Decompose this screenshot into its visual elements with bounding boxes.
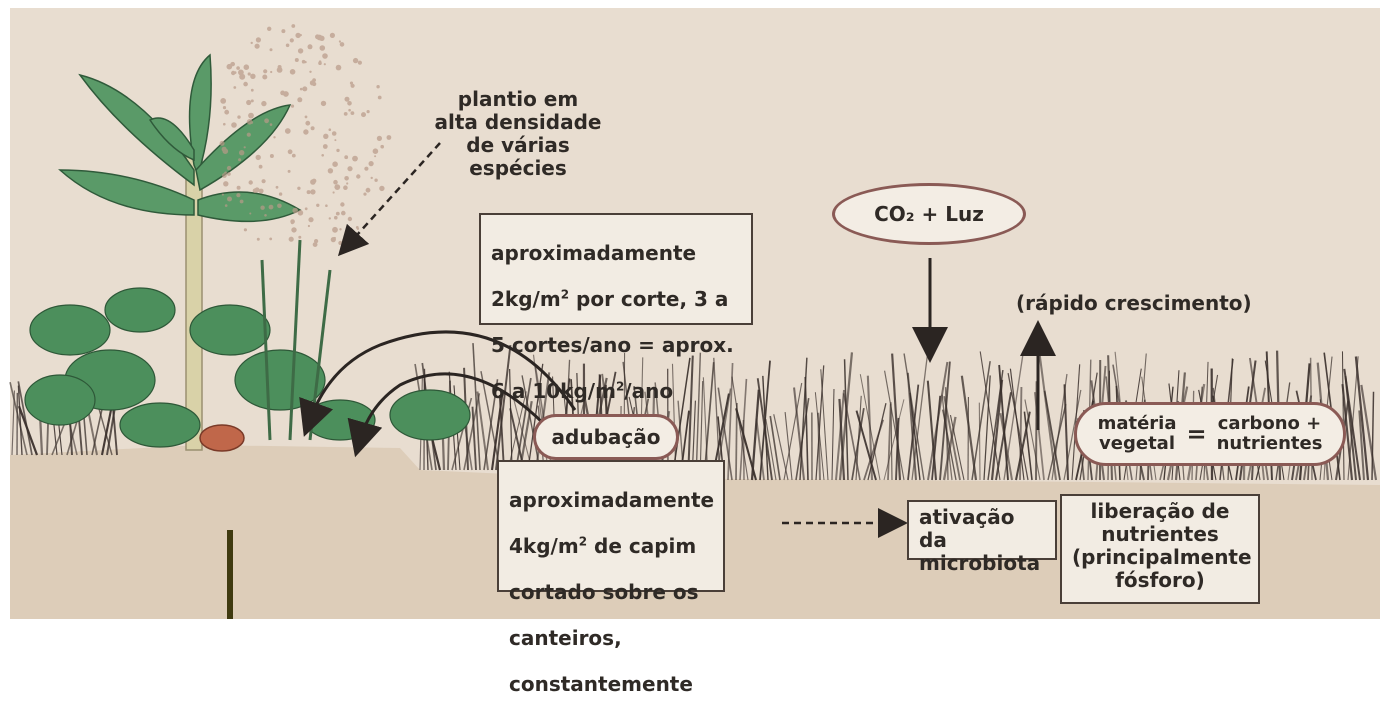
fert-line-3: cortado sobre os [509,580,699,604]
yield-line-3: 5 cortes/ano = aprox. [491,333,734,357]
equation-right: carbono + nutrientes [1216,413,1323,454]
grass-field [414,343,1378,481]
microbiota-box: ativação da microbiota [907,500,1057,575]
planting-label: plantio em alta densidade de várias espé… [434,87,602,180]
grass-left [9,367,123,456]
fert-line-2: 4kg/m2 de capim [509,534,697,558]
fertilization-arrow-2 [347,372,547,458]
equation-pill: matéria vegetal = carbono + nutrientes [1074,402,1346,466]
planting-arrow [337,142,441,257]
diagram-scene: plantio em alta densidade de várias espé… [9,8,1380,696]
nutrients-box: liberação de nutrientes (principalmente … [1060,494,1260,604]
equation-left: matéria vegetal [1097,413,1177,454]
growth-label: (rápido crescimento) [1016,291,1252,315]
depth-marker-bar [227,530,233,619]
fertilization-pill: adubação [533,414,679,460]
fert-line-5: constantemente [509,672,693,696]
yield-box: aproximadamente 2kg/m2 por corte, 3 a 5 … [479,213,753,403]
fert-line-4: canteiros, [509,626,622,650]
fert-line-1: aproximadamente [509,488,715,512]
yield-line-4: 6 a 10kg/m2/ano [491,379,674,403]
fertilization-arrow-1 [299,330,577,437]
yield-line-2: 2kg/m2 por corte, 3 a [491,287,729,311]
yield-line-1: aproximadamente [491,241,697,265]
plant-cluster [24,24,471,452]
co2-light-label: CO₂ + Luz [832,183,1026,245]
fertilization-box: aproximadamente 4kg/m2 de capim cortado … [497,460,725,696]
equation-equals: = [1186,420,1207,448]
